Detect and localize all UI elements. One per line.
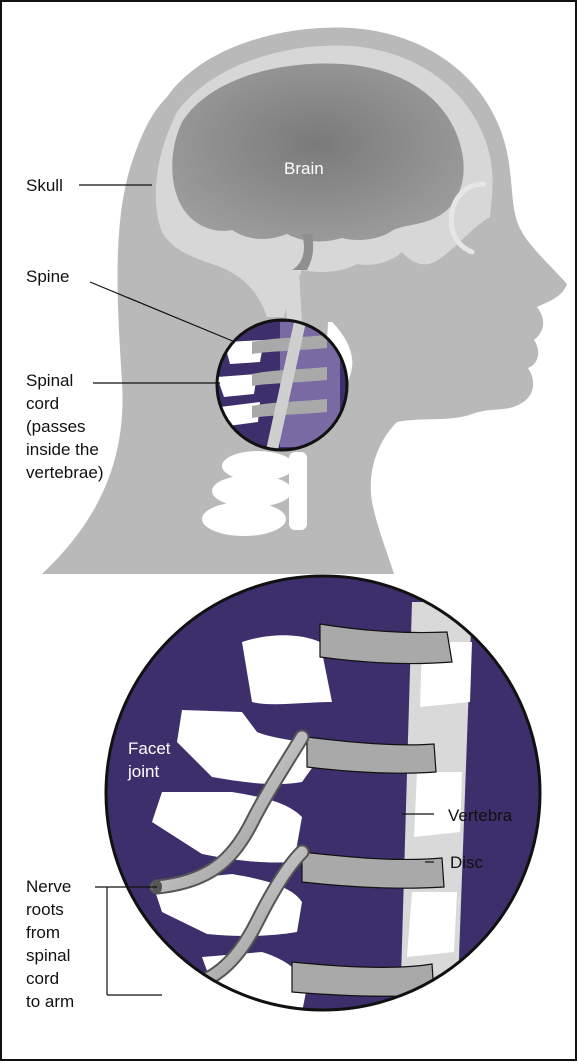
- large-magnifier: [106, 576, 540, 1012]
- label-brain: Brain: [284, 157, 324, 180]
- label-skull: Skull: [26, 174, 63, 197]
- label-facet-joint: Facet joint: [128, 737, 171, 783]
- label-spinal-cord: Spinal cord (passes inside the vertebrae…: [26, 369, 103, 484]
- small-magnifier: [217, 320, 347, 450]
- label-disc: Disc: [450, 851, 483, 874]
- spinal-column-neck: [284, 270, 302, 324]
- label-spine: Spine: [26, 265, 69, 288]
- label-nerve-roots: Nerve roots from spinal cord to arm: [26, 875, 74, 1013]
- label-vertebra: Vertebra: [448, 804, 512, 827]
